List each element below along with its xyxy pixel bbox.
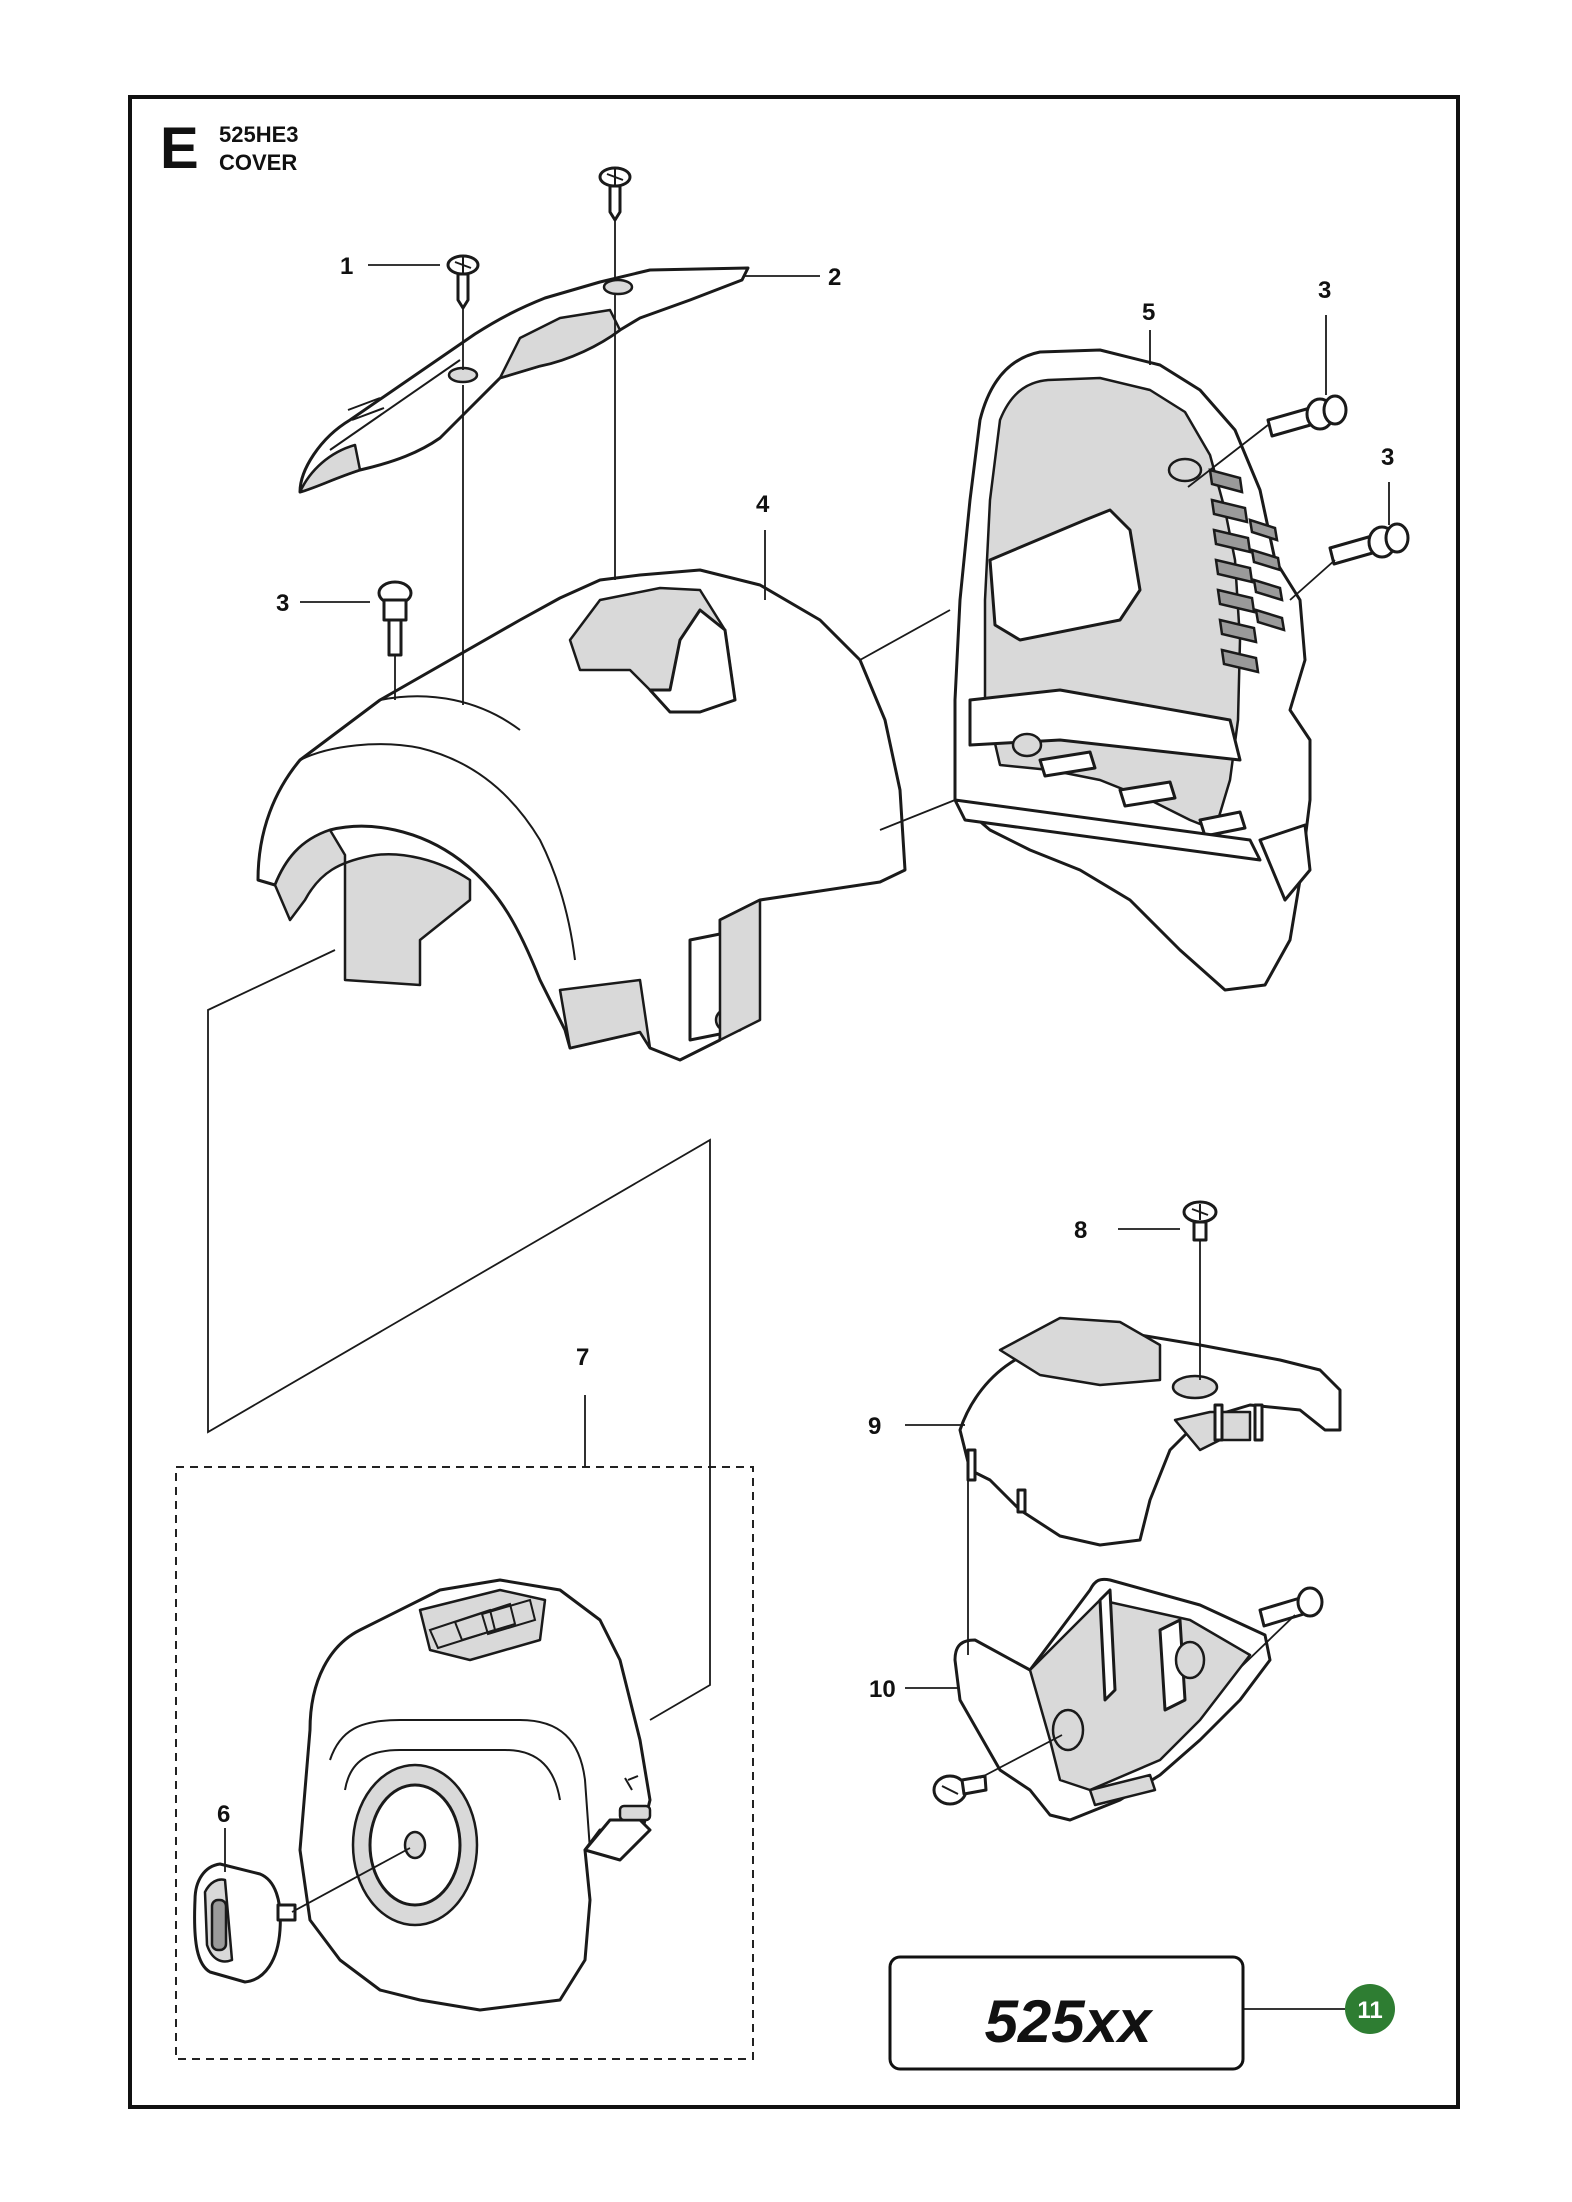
- callout-7: 7: [576, 1344, 589, 1371]
- page-number-badge: 11: [1345, 1984, 1395, 2034]
- page-number: 11: [1357, 1997, 1382, 2024]
- handle-cover-upper[interactable]: [958, 1316, 1342, 1547]
- screw-10-right[interactable]: [1258, 1586, 1324, 1628]
- screw-3-upper-right[interactable]: [1266, 394, 1348, 438]
- handle-housing-lower[interactable]: [953, 1577, 1272, 1822]
- model-code: 525HE3: [219, 122, 299, 147]
- page-frame: [128, 95, 1460, 2109]
- leader-lines: [207, 220, 1390, 2010]
- housing-vents: [1208, 468, 1286, 674]
- filter-knob[interactable]: [193, 1862, 297, 1984]
- callout-1: 1: [340, 253, 353, 280]
- top-cover-strip[interactable]: [298, 266, 750, 494]
- callout-3-lower-right: 3: [1381, 444, 1394, 471]
- callout-3-left: 3: [276, 590, 289, 617]
- callout-10: 10: [869, 1676, 896, 1703]
- air-filter-cover[interactable]: [298, 1578, 652, 2012]
- callout-6: 6: [217, 1801, 230, 1828]
- callout-8: 8: [1074, 1217, 1087, 1244]
- engine-cover[interactable]: [256, 568, 907, 1062]
- screw-3-left[interactable]: [377, 580, 413, 657]
- screw-1[interactable]: [446, 254, 480, 310]
- assembly-7-box: [175, 1466, 754, 2060]
- model-family-box: 525xx: [888, 1955, 1245, 2071]
- callout-2: 2: [828, 264, 841, 291]
- callout-9: 9: [868, 1413, 881, 1440]
- callout-labels: 1 2 3 3 3 4 5 6 7 8 9 10: [217, 253, 1394, 1828]
- screw-top-2[interactable]: [598, 166, 632, 222]
- screw-8[interactable]: [1182, 1200, 1218, 1242]
- callout-5: 5: [1142, 299, 1155, 326]
- section-title: COVER: [219, 150, 297, 175]
- rear-housing[interactable]: [953, 348, 1312, 992]
- screw-3-lower-right[interactable]: [1328, 522, 1410, 566]
- model-family-label: 525xx: [985, 1988, 1154, 2055]
- callout-4: 4: [756, 491, 770, 518]
- callout-3-upper-right: 3: [1318, 277, 1331, 304]
- section-letter: E: [160, 116, 199, 181]
- screw-10-left[interactable]: [932, 1774, 988, 1806]
